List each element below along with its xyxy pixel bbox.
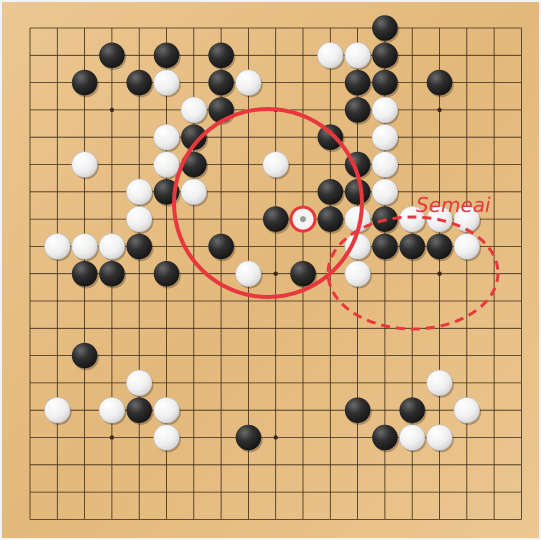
last-move-marker [291, 207, 315, 231]
star-point [274, 272, 278, 276]
star-point [274, 435, 278, 439]
semeai-label: Semeai [416, 193, 491, 217]
star-point [437, 272, 441, 276]
star-point [110, 108, 114, 112]
star-point [110, 435, 114, 439]
star-point [437, 108, 441, 112]
